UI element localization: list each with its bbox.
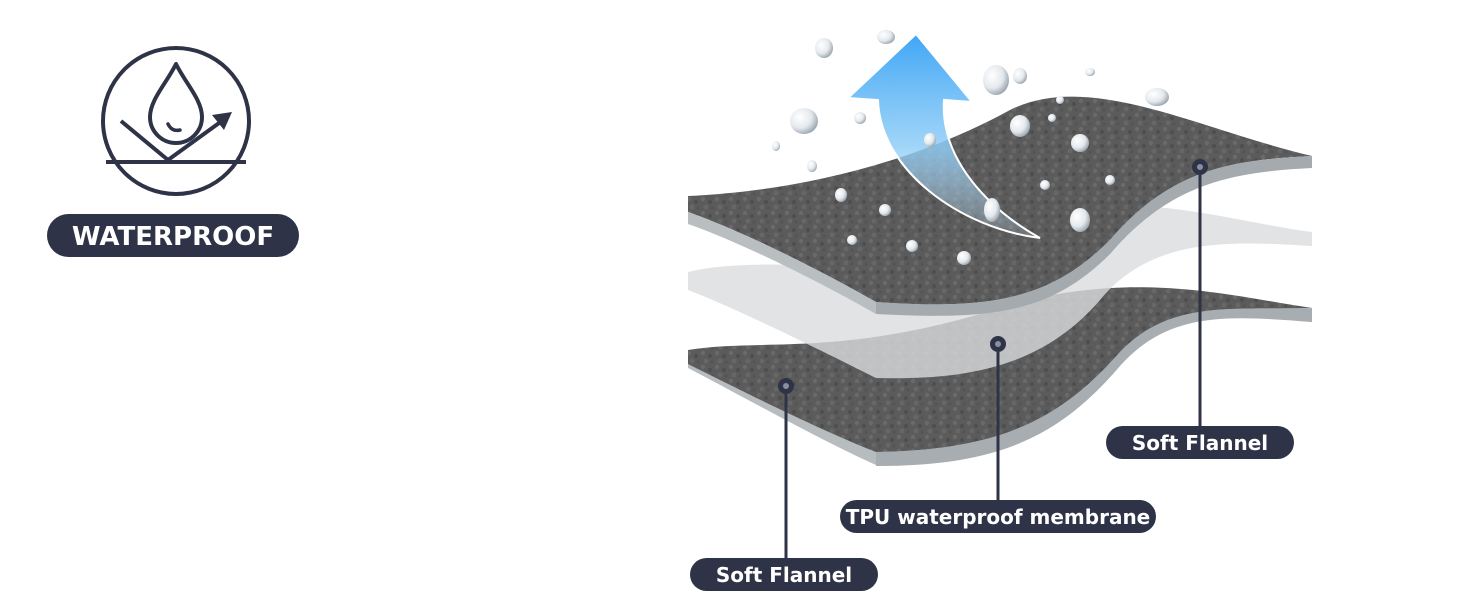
top-flannel-layer: [688, 96, 1312, 316]
waterproof-pill: [47, 214, 299, 257]
waterproof-badge: WATERPROOF: [47, 46, 299, 257]
callout-membrane: TPU waterproof membrane: [840, 336, 1156, 533]
bottom-flannel-layer: [688, 287, 1312, 466]
callout-top-flannel: Soft Flannel: [1106, 159, 1294, 459]
vapor-arrow-icon: [845, 32, 1041, 239]
bottom-flannel-label: Soft Flannel: [716, 563, 852, 587]
top-flannel-label: Soft Flannel: [1132, 431, 1268, 455]
membrane-label: TPU waterproof membrane: [846, 505, 1151, 529]
waterproof-label: WATERPROOF: [72, 222, 274, 252]
water-drop-repel-icon: [101, 46, 251, 196]
water-droplets: [772, 30, 1169, 265]
callout-bottom-flannel: Soft Flannel: [690, 378, 878, 591]
